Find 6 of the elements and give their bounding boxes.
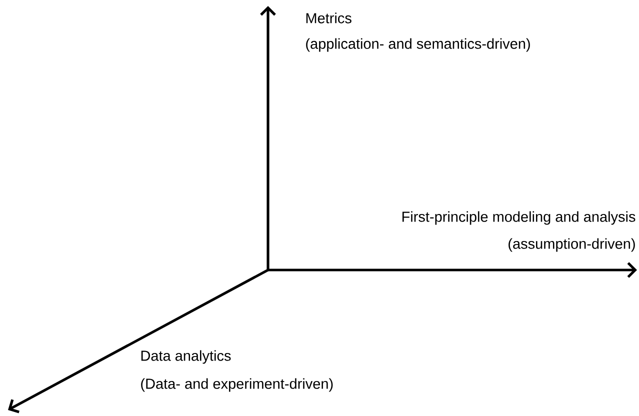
axis-label: (application- and semantics-driven) xyxy=(306,38,530,52)
axis-label: First-principle modeling and analysis xyxy=(402,211,636,225)
axis-label: (assumption-driven) xyxy=(508,238,635,252)
axis-label: (Data- and experiment-driven) xyxy=(141,378,333,392)
axis-label: Metrics xyxy=(306,12,352,24)
axis-label: Data analytics xyxy=(141,350,231,364)
